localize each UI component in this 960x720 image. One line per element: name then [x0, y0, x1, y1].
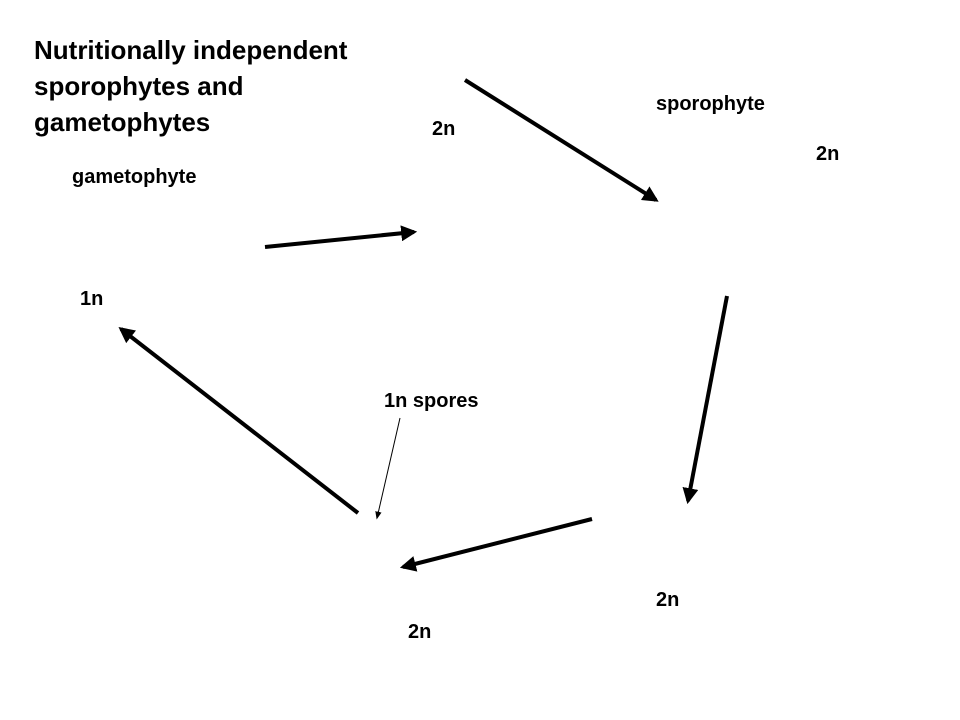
ploidy-label-sporangium: 2n [656, 589, 680, 611]
arrow-spores-to-gametophyte [118, 327, 360, 515]
arrow-gametophyte-to-zygote [264, 225, 418, 249]
ploidy-label-sporophyte: 2n [816, 143, 840, 165]
ploidy-label-zygote: 2n [432, 118, 456, 140]
sporophyte-label: sporophyte [656, 93, 765, 115]
ploidy-label-gametophyte: 1n [80, 288, 104, 310]
title-line-2: sporophytes and [34, 71, 244, 101]
spores-label: 1n spores [384, 390, 479, 412]
ploidy-label-meiocyte: 2n [408, 621, 432, 643]
diagram-title: Nutritionally independent sporophytes an… [34, 32, 454, 140]
arrow-sporophyte-to-sporangium [682, 295, 729, 505]
title-line-1: Nutritionally independent [34, 35, 348, 65]
arrow-sporangium-to-meiosis [399, 517, 593, 572]
arrow-zygote-to-sporophyte [463, 78, 659, 202]
gametophyte-label: gametophyte [72, 166, 197, 188]
spores-pointer-arrow [375, 417, 401, 520]
title-line-3: gametophytes [34, 107, 211, 137]
